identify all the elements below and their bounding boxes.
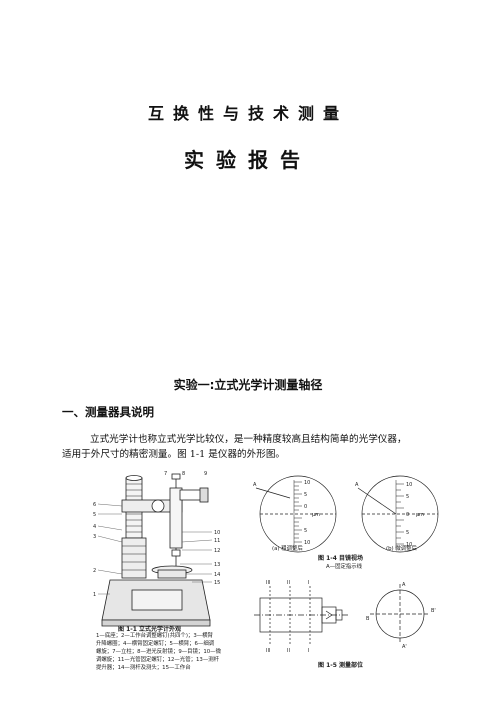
point-b-prime: B'	[431, 608, 436, 614]
callout-top-1: 7	[164, 471, 167, 477]
scale-b-label-top: 10	[406, 482, 412, 488]
scale-b-label-1: 5	[406, 494, 409, 500]
figure-1-4-subcaption: A—固定指示线	[326, 564, 363, 570]
scale-b-label-4: 10	[406, 542, 412, 548]
figure-1-5-measurement-positions: III II I III II I A A' B B'	[254, 580, 436, 654]
callout-top-3: 9	[204, 471, 207, 477]
callout-right-6: 15	[214, 580, 220, 586]
section-bottom-ii: II	[287, 648, 290, 654]
scale-b-unit: μm	[416, 512, 424, 518]
scale-a-label-2: 0	[304, 504, 307, 510]
legend-line-4: 调螺旋；11—光管固定螺钉；12—光管；13—测杆	[96, 657, 220, 663]
report-main-title: 实验报告	[184, 148, 312, 172]
section-top-iii: III	[266, 580, 270, 586]
section-bottom-i: I	[308, 648, 309, 654]
point-a-prime: A'	[402, 644, 407, 650]
callout-right-2: 11	[214, 538, 220, 544]
figure-1-1-caption: 图 1-1 立式光学计外观	[118, 626, 182, 633]
callout-top-2: 8	[182, 471, 185, 477]
scale-a-label-1: 5	[304, 492, 307, 498]
section-top-ii: II	[287, 580, 290, 586]
legend-line-3: 螺旋；7—立柱；8—进光反射镜；9—目镜；10—微	[96, 649, 221, 655]
scale-b-label-2: 0	[406, 512, 409, 518]
marker-a-right: A	[355, 482, 359, 488]
callout-left-5: 2	[93, 568, 96, 574]
panel-b-label: (b) 微调整后	[386, 546, 417, 552]
legend-line-5: 提升器；14—测杆及测头；15—工作台	[96, 665, 191, 671]
scale-a-label-4: 10	[304, 540, 310, 546]
marker-a-left: A	[253, 482, 257, 488]
callout-left-4: 3	[93, 534, 96, 540]
section-bottom-iii: III	[266, 648, 270, 654]
paragraph-line-2: 适用于外尺寸的精密测量。图 1-1 是仪器的外形图。	[62, 449, 286, 460]
callout-left-6: 1	[93, 592, 96, 598]
panel-a-label: (a) 粗调整后	[272, 546, 303, 552]
intro-paragraph: 立式光学计也称立式光学比较仪，是一种精度较高且结构简单的光学仪器， 适用于外尺寸…	[62, 432, 438, 462]
point-a: A	[402, 582, 406, 588]
figure-1-1-instrument-drawing: 6 5 4 3 2 1 7 8 9 10 11 12 13 14 15	[93, 471, 220, 627]
section-top-i: I	[308, 580, 309, 586]
legend-line-2: 升降螺圈；4—横臂固定螺钉；5—横臂；6—细调	[96, 641, 215, 647]
callout-left-3: 4	[93, 524, 96, 530]
scale-b-label-3: 5	[406, 530, 409, 536]
callout-right-4: 13	[214, 562, 220, 568]
paragraph-line-1: 立式光学计也称立式光学比较仪，是一种精度较高且结构简单的光学仪器，	[90, 434, 407, 445]
experiment-title: 实验一:立式光学计测量轴径	[173, 378, 323, 392]
point-b: B	[366, 616, 370, 622]
scale-a-unit: μm	[312, 512, 320, 518]
figure-1-1-legend: 1—底座；2—工作台调整螺钉(共四个)；3—横臂 升降螺圈；4—横臂固定螺钉；5…	[96, 632, 236, 672]
scale-a-label-3: 5	[304, 528, 307, 534]
legend-line-1: 1—底座；2—工作台调整螺钉(共四个)；3—横臂	[96, 633, 213, 639]
scale-a-label-top: 10	[304, 480, 310, 486]
section-heading: 一、测量器具说明	[62, 405, 154, 419]
figure-1-5-caption: 图 1-5 测量部位	[318, 662, 364, 669]
callout-right-1: 10	[214, 530, 220, 536]
callout-right-3: 12	[214, 548, 220, 554]
callout-right-5: 14	[214, 572, 220, 578]
callout-left-2: 5	[93, 512, 96, 518]
figure-1-4-eyepiece-views: A A 10 5 0 μm 5 10 10 5 0 μm 5 10	[253, 475, 439, 553]
figure-1-4-caption: 图 1-4 目镜视场	[318, 555, 364, 562]
report-course-title: 互换性与技术测量	[147, 104, 348, 123]
callout-left-1: 6	[93, 502, 96, 508]
